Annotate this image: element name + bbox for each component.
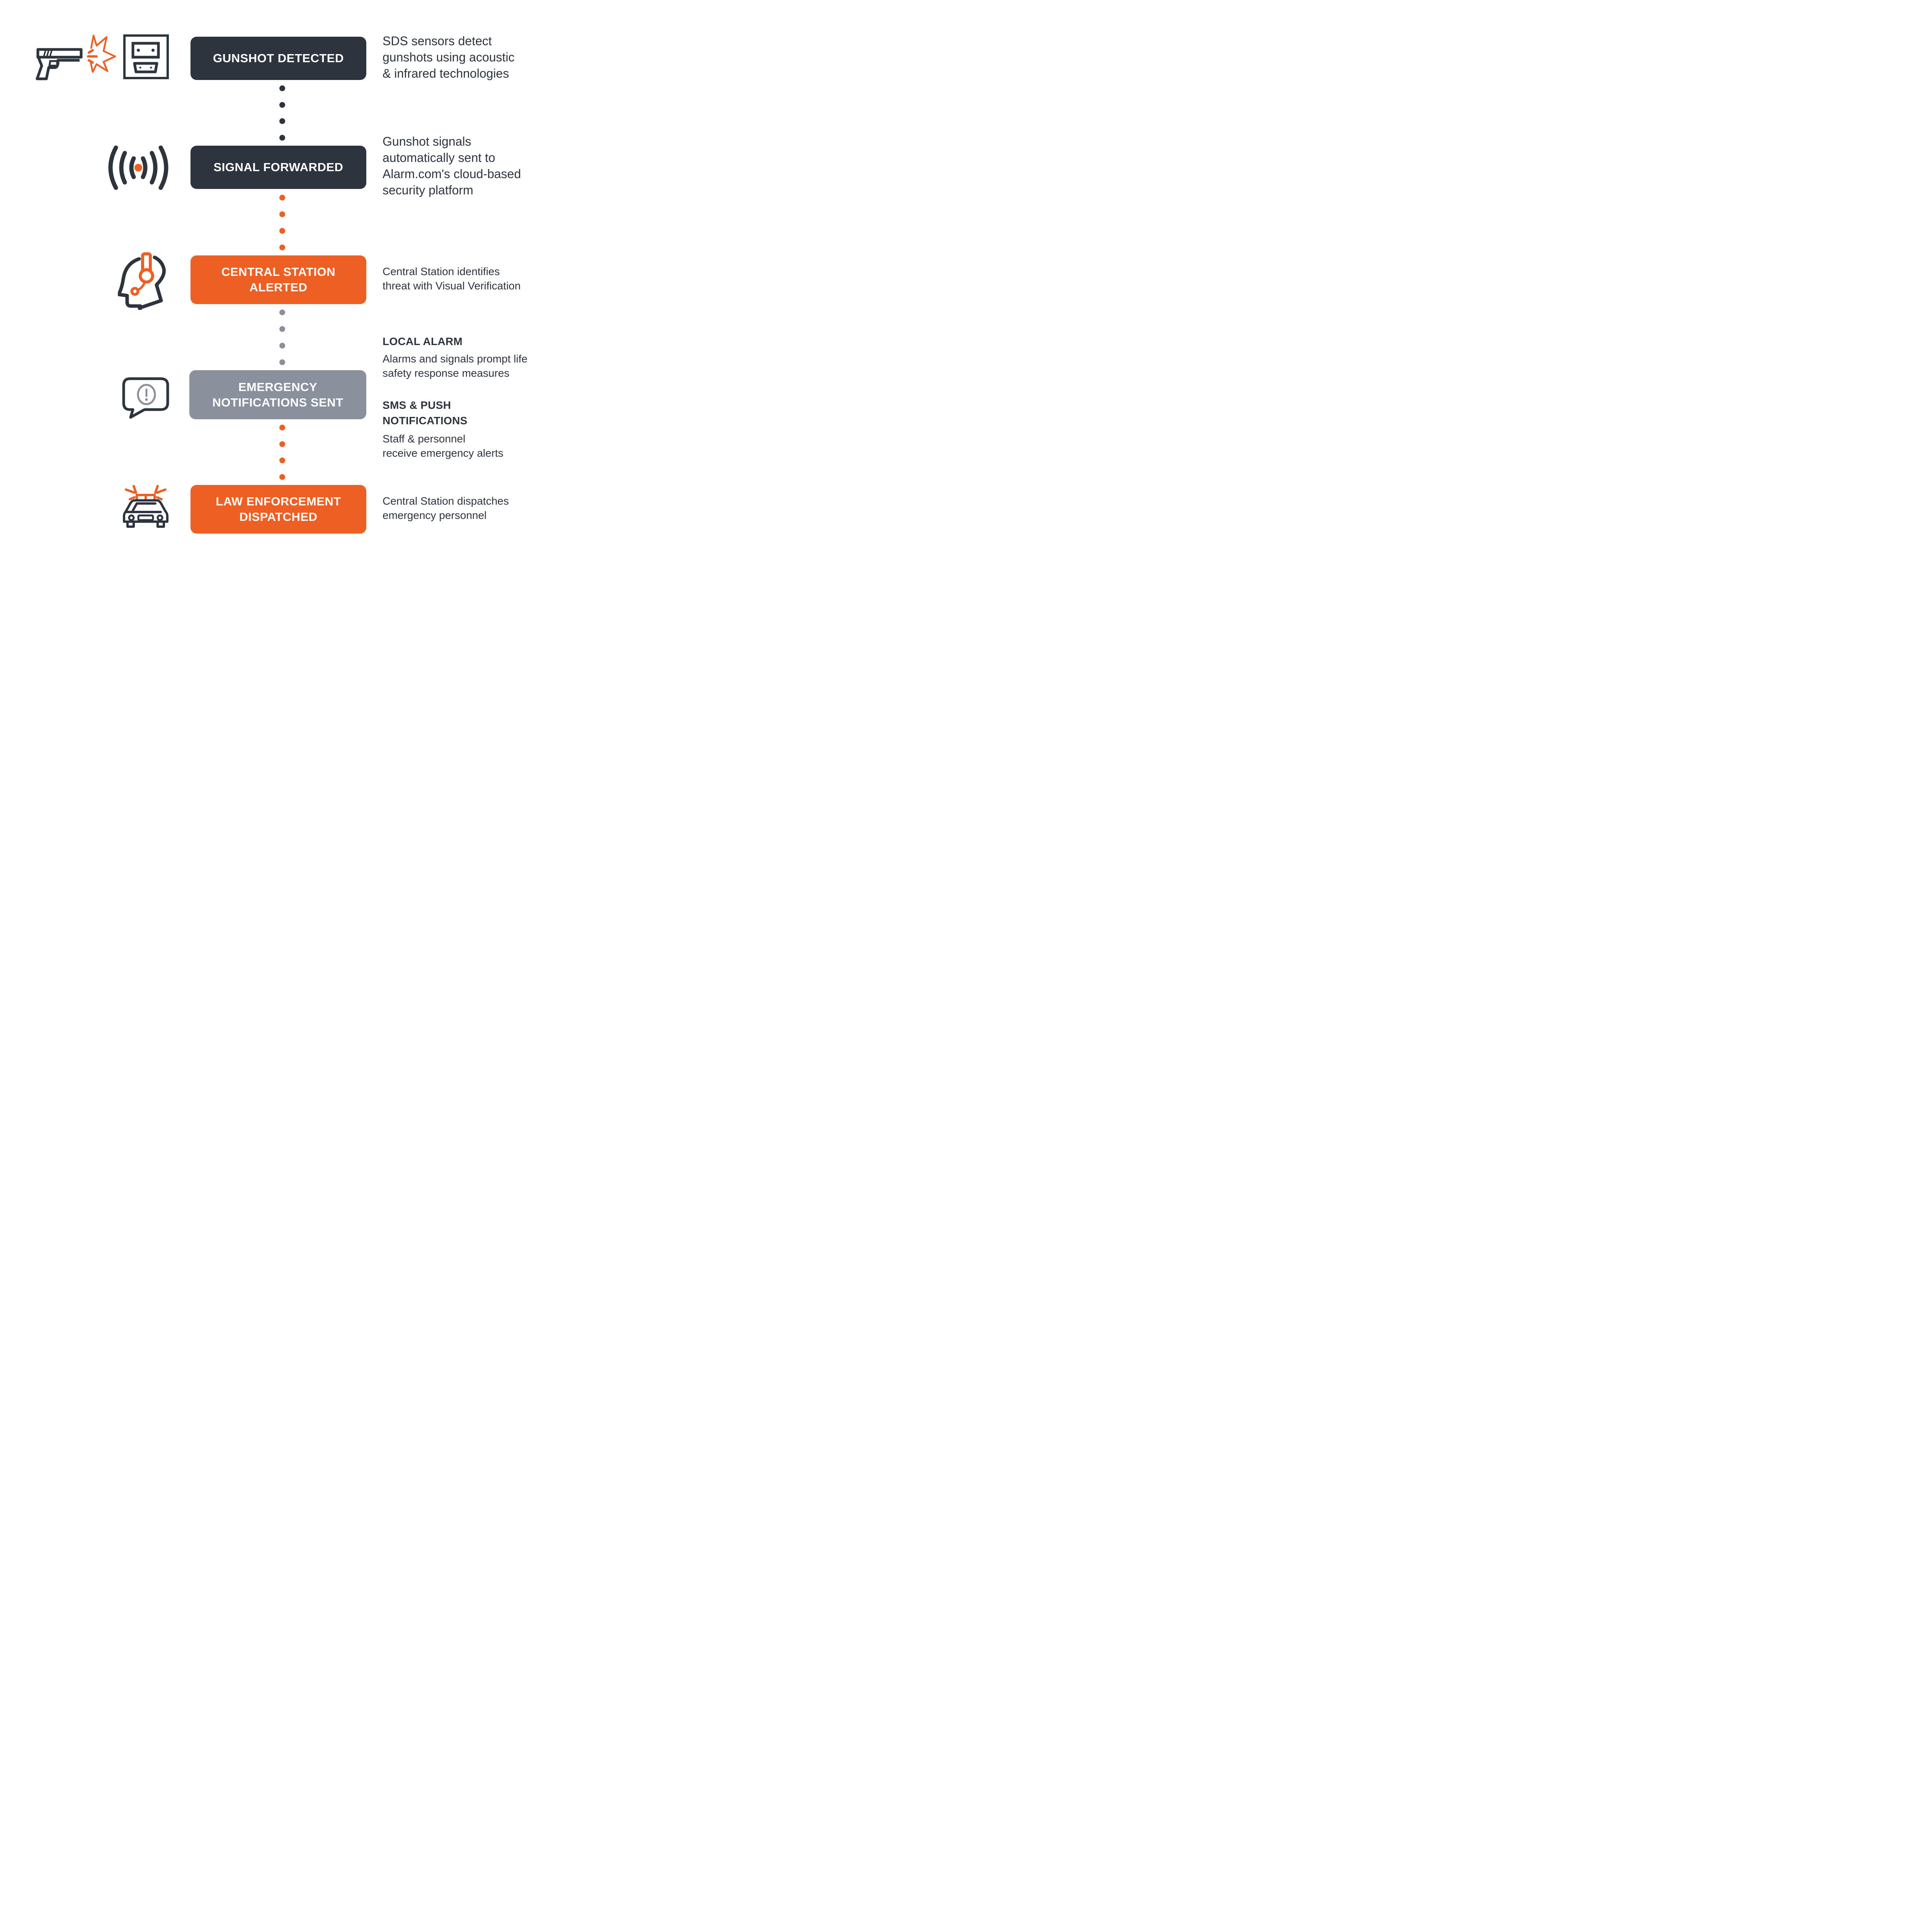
section-heading: LOCAL ALARM: [383, 335, 463, 347]
connector-dot: [279, 457, 285, 464]
step-title-line: CENTRAL STATION: [221, 265, 336, 279]
description-line: receive emergency alerts: [383, 447, 503, 459]
connector-dot: [279, 441, 285, 447]
connector-dot: [279, 342, 285, 349]
connector-dot: [279, 194, 285, 201]
step-description-signal-forwarded: Gunshot signals automatically sent to Al…: [383, 133, 521, 198]
step-description-law-enforcement: Central Station dispatches emergency per…: [383, 494, 509, 522]
handgun-icon: [36, 48, 83, 80]
sensor-device-icon: [123, 34, 169, 79]
description-line: security platform: [383, 183, 473, 197]
step-title-line: EMERGENCY: [238, 380, 318, 394]
step-box-law-enforcement-dispatched: LAW ENFORCEMENT DISPATCHED: [190, 485, 366, 534]
connector-dot: [279, 310, 285, 316]
step-box-central-station-alerted: CENTRAL STATION ALERTED: [190, 255, 366, 304]
connector-dot: [279, 211, 285, 217]
description-line: Central Station dispatches: [383, 495, 509, 507]
step-title-line: SIGNAL FORWARDED: [213, 160, 344, 174]
connector-dot: [279, 326, 285, 332]
connector-dot: [279, 228, 285, 234]
description-line: Staff & personnel: [383, 433, 466, 445]
signal-broadcast-icon: [108, 145, 168, 190]
step-description-central-station: Central Station identifies threat with V…: [383, 264, 520, 293]
explosion-burst-icon: [87, 34, 116, 73]
connector-dot: [279, 359, 285, 365]
step-title-line: ALERTED: [249, 281, 308, 294]
section-heading: NOTIFICATIONS: [383, 415, 468, 427]
police-car-icon: [123, 485, 168, 528]
connector-dot: [279, 134, 285, 141]
section-sms-push: SMS & PUSH NOTIFICATIONS Staff & personn…: [383, 398, 503, 460]
step-title-line: DISPATCHED: [239, 510, 318, 524]
connector-dot: [279, 425, 285, 431]
description-line: Gunshot signals: [383, 134, 471, 148]
step-title-line: LAW ENFORCEMENT: [216, 495, 341, 508]
description-line: gunshots using acoustic: [383, 50, 515, 64]
description-line: threat with Visual Verification: [383, 280, 521, 292]
operator-headset-icon: [118, 252, 166, 310]
step-title-line: GUNSHOT DETECTED: [213, 51, 344, 65]
connector-dot: [279, 118, 285, 124]
description-line: SDS sensors detect: [383, 34, 492, 48]
section-local-alarm: LOCAL ALARM Alarms and signals prompt li…: [383, 334, 527, 380]
description-line: safety response measures: [383, 367, 510, 379]
connector-dot: [279, 474, 285, 480]
gunshot-response-flow-diagram: GUNSHOT DETECTED SIGNAL FORWARDED CENTRA…: [0, 0, 603, 563]
description-line: Alarms and signals prompt life: [383, 353, 528, 365]
connector-dot: [279, 85, 285, 92]
alert-message-icon: [122, 377, 169, 419]
step-box-emergency-notifications-sent: EMERGENCY NOTIFICATIONS SENT: [189, 370, 366, 419]
description-line: automatically sent to: [383, 151, 495, 165]
description-line: Alarm.com's cloud-based: [383, 167, 521, 181]
step-title-line: NOTIFICATIONS SENT: [212, 395, 344, 409]
description-line: Central Station identifies: [383, 265, 500, 277]
connector-dot: [279, 102, 285, 108]
step-description-gunshot-detected: SDS sensors detect gunshots using acoust…: [383, 33, 515, 82]
step-box-gunshot-detected: GUNSHOT DETECTED: [190, 37, 366, 80]
description-line: emergency personnel: [383, 509, 487, 521]
connector-dot: [279, 244, 285, 250]
step-box-signal-forwarded: SIGNAL FORWARDED: [190, 146, 366, 189]
section-heading: SMS & PUSH: [383, 399, 451, 411]
description-line: & infrared technologies: [383, 66, 509, 80]
